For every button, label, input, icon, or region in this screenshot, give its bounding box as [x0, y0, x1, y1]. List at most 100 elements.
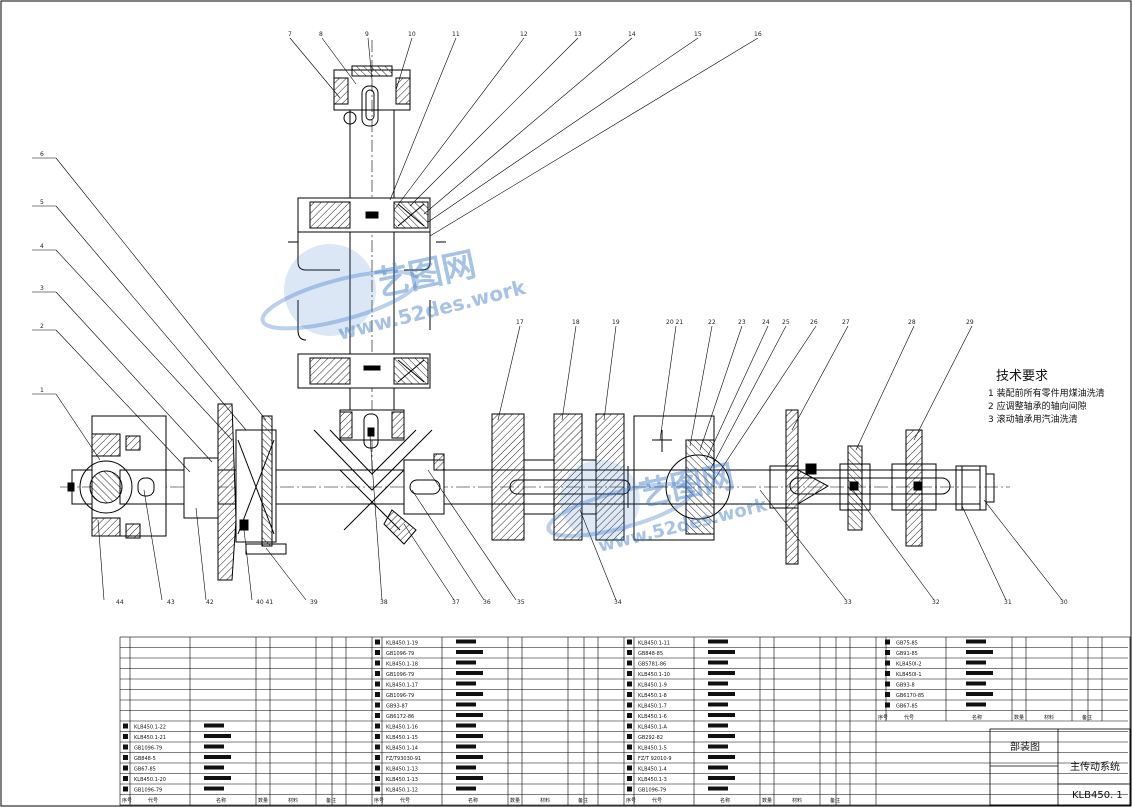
bill-of-materials	[119, 636, 1131, 806]
bom-header-label: 备注	[830, 797, 840, 804]
bom-row-marker	[627, 639, 632, 645]
bom-row-number: 2	[885, 693, 888, 699]
callout-numbers: 7 8 9 10 11 12 13 14 15 16 6 5 4 3 2 1 1…	[40, 31, 1068, 606]
bom-part-code: FZ/T 92010-9	[638, 756, 672, 762]
bom-row-marker	[123, 786, 128, 792]
bom-name-redacted	[708, 639, 728, 644]
bom-row-marker	[123, 744, 128, 750]
bom-header-label: 材料	[792, 797, 802, 804]
bom-name-redacted	[966, 692, 993, 696]
bom-row-marker	[375, 734, 380, 739]
bom-row-number: 1	[885, 704, 888, 710]
bom-part-code: FZ/T93030-91	[386, 756, 421, 762]
callout-28: 28	[908, 319, 916, 326]
bom-row-marker	[627, 692, 632, 697]
callout-26: 26	[810, 319, 818, 326]
bom-header-label: 序号	[626, 797, 636, 804]
bom-part-code: GB67-85	[134, 767, 156, 773]
bom-name-redacted	[204, 723, 224, 728]
bom-header-label: 代号	[148, 797, 158, 804]
bom-part-code: KLB450.1-5	[638, 746, 667, 752]
title-block	[989, 728, 1131, 806]
bom-name-redacted	[966, 639, 986, 644]
watermark-1: 艺图网 www.52des.work	[260, 244, 529, 345]
bom-part-code: KLB450.1-6	[638, 714, 667, 720]
bom-row-marker	[885, 681, 890, 687]
bom-row-marker	[627, 671, 632, 676]
bom-header-label: 名称	[468, 797, 478, 804]
tech-req-item-2: 2 应调整轴承的轴向间隙	[988, 400, 1087, 412]
callout-25: 25	[782, 319, 790, 326]
bom-row-marker	[627, 660, 632, 666]
bom-header-label: 数量	[762, 797, 772, 804]
callout-38: 38	[380, 599, 388, 606]
bom-name-redacted	[708, 713, 735, 717]
bom-row-marker	[375, 671, 380, 676]
bom-part-code: GB848-85	[638, 651, 663, 657]
bom-row-marker	[885, 660, 890, 666]
bom-name-redacted	[708, 702, 728, 707]
bom-name-redacted	[966, 650, 993, 654]
bom-part-code: GB1096-79	[386, 672, 414, 678]
bom-row-number: 7	[885, 641, 888, 647]
bom-header-label: 代号	[652, 797, 662, 804]
bom-header-label: 数量	[258, 797, 268, 804]
bom-row-marker	[123, 776, 128, 781]
callout-9: 9	[365, 31, 369, 38]
bom-name-redacted	[708, 786, 728, 791]
bom-name-redacted	[708, 765, 728, 770]
bom-header-label: 序号	[122, 797, 132, 804]
bom-name-redacted	[966, 671, 993, 675]
bom-row-marker	[627, 650, 632, 655]
watermark-globe	[284, 244, 376, 336]
bom-part-code: GB91-85	[896, 651, 918, 657]
leader-lines	[32, 37, 1063, 601]
callout-19: 19	[612, 319, 620, 326]
bom-name-redacted	[456, 650, 483, 654]
bom-name-redacted	[708, 734, 735, 738]
bom-part-code: KLB450.1-8	[638, 693, 667, 699]
bom-name-redacted	[456, 723, 476, 728]
system-title: 主传动系统	[1070, 760, 1120, 773]
callout-36: 36	[483, 599, 491, 606]
bom-part-code: GB6170-85	[896, 693, 924, 699]
bom-part-code: GB1096-79	[134, 788, 162, 794]
callout-15: 15	[694, 31, 702, 38]
callout-1: 1	[40, 387, 44, 394]
bom-part-code: KLB450.1-22	[134, 725, 166, 731]
bom-row-marker	[375, 713, 380, 718]
bom-name-redacted	[456, 713, 483, 717]
callout-16: 16	[754, 31, 762, 38]
callout-23: 23	[738, 319, 746, 326]
callout-17: 17	[516, 319, 524, 326]
bom-header-label: 数量	[1014, 714, 1024, 721]
bom-name-redacted	[966, 660, 986, 665]
bom-row-marker	[885, 650, 890, 655]
bom-part-code: KLB450.1-20	[134, 777, 166, 783]
bom-name-redacted	[708, 671, 735, 675]
bom-row-marker	[123, 723, 128, 729]
bom-row-marker	[885, 702, 890, 708]
callout-14: 14	[628, 31, 636, 38]
bom-row-marker	[885, 692, 890, 697]
bom-name-redacted	[204, 786, 224, 791]
bom-row-marker	[627, 786, 632, 792]
callout-44: 44	[116, 599, 124, 606]
bom-row-marker	[375, 765, 380, 771]
bom-name-redacted	[456, 776, 483, 780]
bom-part-code: KLB450.1-15	[386, 735, 418, 741]
bom-part-code: GB93-8	[896, 683, 915, 689]
bom-row-marker	[375, 723, 380, 729]
bom-row-marker	[375, 650, 380, 655]
callout-6: 6	[40, 151, 44, 158]
bom-row-marker	[627, 702, 632, 708]
bom-row-marker	[627, 744, 632, 750]
bom-part-code: KLB450.1-9	[638, 683, 667, 689]
bom-name-redacted	[456, 692, 483, 696]
tech-req-item-1: 1 装配前所有零件用煤油洗清	[988, 387, 1105, 399]
bom-part-code: GB67-85	[896, 704, 918, 710]
bom-name-redacted	[708, 755, 735, 759]
bom-row-marker	[627, 734, 632, 739]
bom-row-marker	[627, 765, 632, 771]
